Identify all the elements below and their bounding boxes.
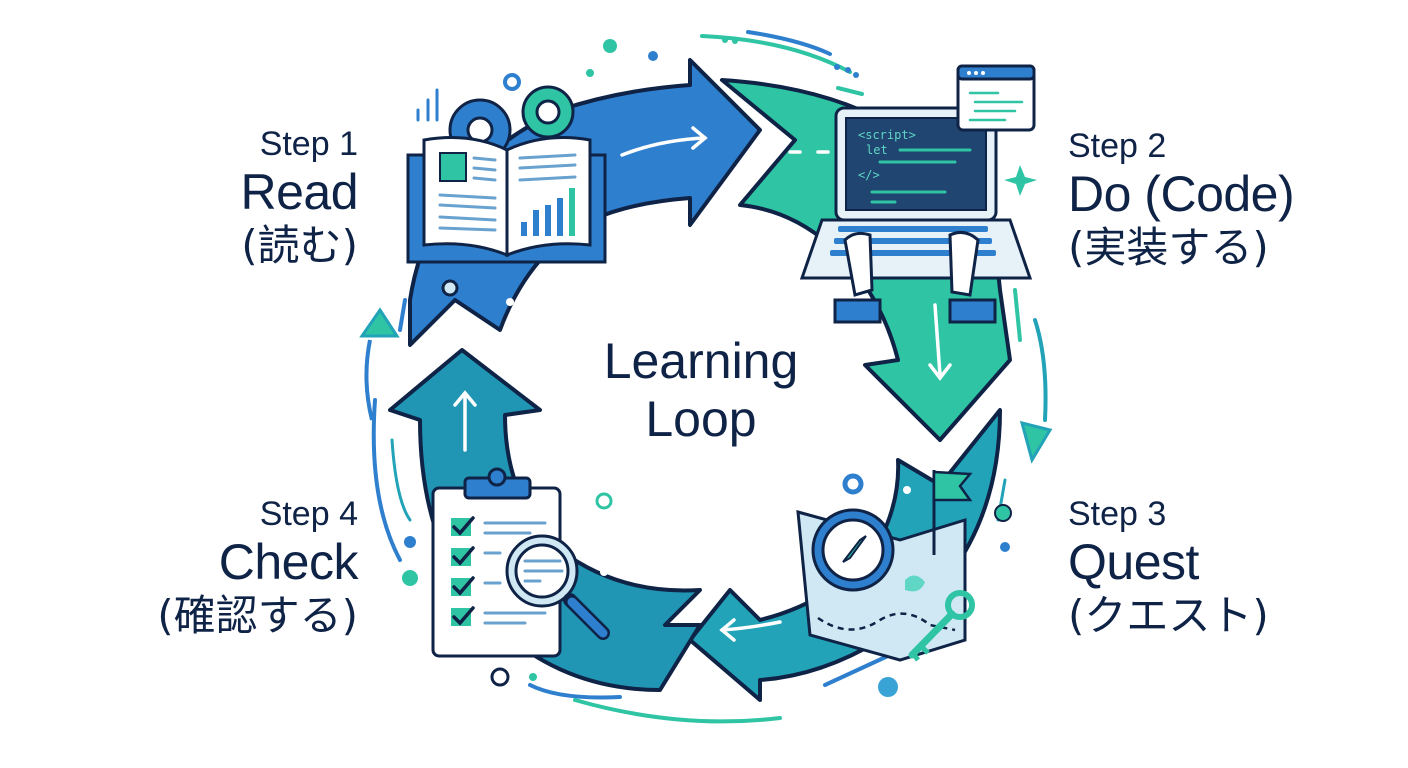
step2-title: Do (Code) xyxy=(1068,166,1295,222)
outer-decor-dots xyxy=(402,37,1012,697)
step1-number: Step 1 xyxy=(259,125,358,163)
step3-japanese: (クエスト) xyxy=(1068,591,1269,640)
open-book-with-gears-icon xyxy=(406,73,607,264)
step1-title: Read xyxy=(240,164,358,220)
step3-label: Step 3 Quest (クエスト) xyxy=(1068,494,1328,642)
step4-title: Check xyxy=(218,534,359,590)
step3-title: Quest xyxy=(1068,534,1199,590)
step1-japanese: (読む) xyxy=(241,221,358,270)
step4-label: Step 4 Check (確認する) xyxy=(100,494,358,642)
compass-map-flag-key-icon xyxy=(796,470,975,662)
outer-arrowhead-right xyxy=(1019,420,1053,464)
center-title-line1: Learning xyxy=(603,333,799,389)
step1-label: Step 1 Read (読む) xyxy=(150,124,358,272)
laptop-typing-hands-icon: <script> let </> xyxy=(799,64,1037,324)
sparkle-icon xyxy=(1004,165,1037,196)
step4-number: Step 4 xyxy=(259,495,358,533)
step3-number: Step 3 xyxy=(1068,495,1167,533)
code-line-let: let xyxy=(866,143,888,157)
step2-label: Step 2 Do (Code) (実装する) xyxy=(1068,126,1388,274)
step4-japanese: (確認する) xyxy=(157,591,358,640)
step2-japanese: (実装する) xyxy=(1068,223,1269,272)
step2-number: Step 2 xyxy=(1068,127,1167,165)
center-title-line2: Loop xyxy=(645,391,757,447)
inner-direction-arrows xyxy=(453,126,952,642)
code-line-close: </> xyxy=(858,168,880,182)
center-title: Learning Loop xyxy=(560,332,842,448)
outer-arrowhead-left xyxy=(359,307,400,338)
clipboard-checklist-magnifier-icon xyxy=(431,467,610,658)
outer-decor-arcs xyxy=(371,30,1048,724)
code-line-script: <script> xyxy=(858,128,916,142)
